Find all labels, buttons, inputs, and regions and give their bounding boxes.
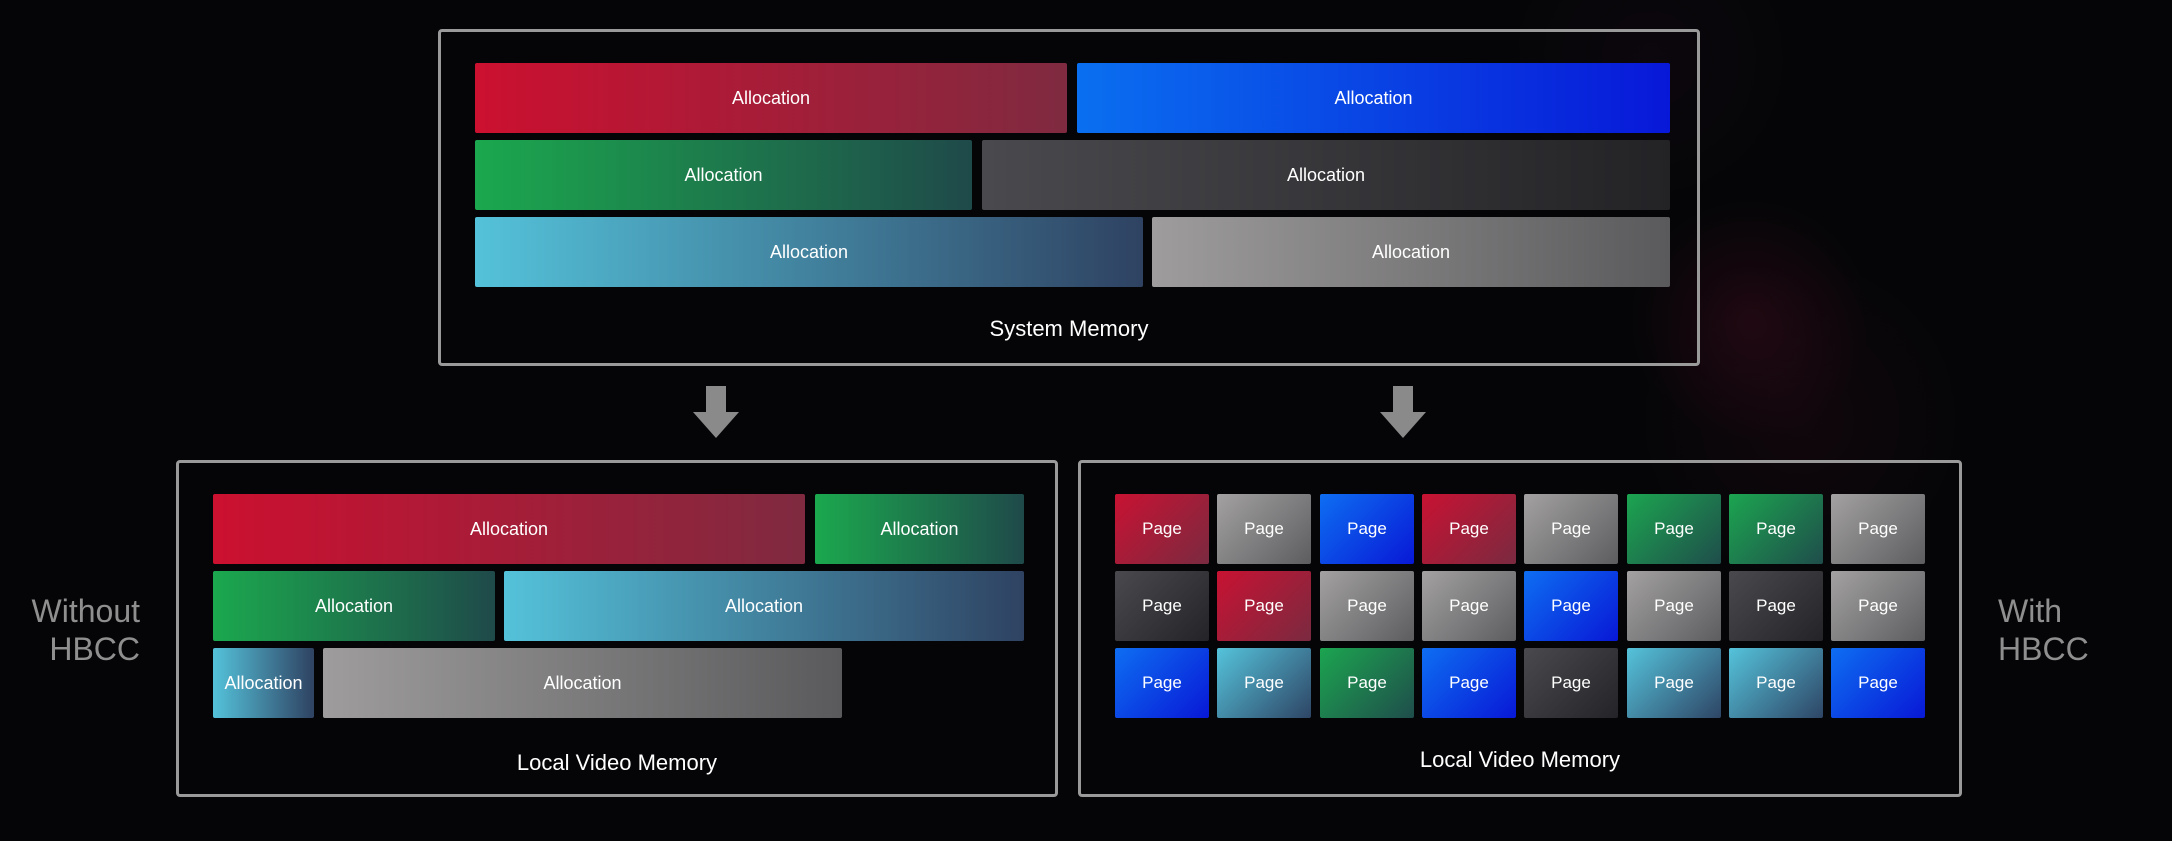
down-arrow-icon: [1380, 386, 1426, 438]
allocation-block: Allocation: [213, 648, 314, 718]
without-hbcc-line2: HBCC: [49, 631, 140, 667]
page-block: Page: [1115, 571, 1209, 641]
page-block: Page: [1320, 571, 1414, 641]
page-block: Page: [1217, 571, 1311, 641]
page-block: Page: [1524, 648, 1618, 718]
page-block: Page: [1627, 571, 1721, 641]
page-block: Page: [1217, 494, 1311, 564]
with-hbcc-label: With HBCC: [1998, 592, 2089, 668]
allocation-block: Allocation: [213, 494, 805, 564]
page-block: Page: [1729, 494, 1823, 564]
allocation-block: Allocation: [815, 494, 1024, 564]
without-hbcc-label: Without HBCC: [0, 592, 140, 668]
page-block: Page: [1320, 494, 1414, 564]
page-block: Page: [1217, 648, 1311, 718]
allocation-block: Allocation: [475, 140, 972, 210]
allocation-block: Allocation: [475, 217, 1143, 287]
system-memory-panel: Allocation Allocation Allocation Allocat…: [438, 29, 1700, 366]
page-block: Page: [1729, 648, 1823, 718]
allocation-block: Allocation: [475, 63, 1067, 133]
without-hbcc-line1: Without: [31, 593, 140, 629]
page-block: Page: [1115, 648, 1209, 718]
page-block: Page: [1422, 571, 1516, 641]
page-block: Page: [1729, 571, 1823, 641]
page-block: Page: [1422, 494, 1516, 564]
page-block: Page: [1115, 494, 1209, 564]
page-block: Page: [1524, 571, 1618, 641]
allocation-block: Allocation: [323, 648, 842, 718]
page-block: Page: [1627, 648, 1721, 718]
page-block: Page: [1831, 571, 1925, 641]
page-block: Page: [1831, 648, 1925, 718]
with-hbcc-line2: HBCC: [1998, 631, 2089, 667]
without-hbcc-memory-label: Local Video Memory: [516, 750, 718, 775]
allocation-block: Allocation: [504, 571, 1024, 641]
allocation-block: Allocation: [213, 571, 495, 641]
system-memory-label: System Memory: [989, 316, 1149, 341]
page-block: Page: [1831, 494, 1925, 564]
allocation-block: Allocation: [982, 140, 1670, 210]
page-block: Page: [1422, 648, 1516, 718]
page-block: Page: [1320, 648, 1414, 718]
down-arrow-icon: [693, 386, 739, 438]
page-block: Page: [1524, 494, 1618, 564]
without-hbcc-panel: Allocation Allocation Allocation Allocat…: [176, 460, 1058, 797]
allocation-block: Allocation: [1077, 63, 1670, 133]
with-hbcc-memory-label: Local Video Memory: [1419, 747, 1621, 772]
allocation-block: Allocation: [1152, 217, 1670, 287]
page-block: Page: [1627, 494, 1721, 564]
with-hbcc-line1: With: [1998, 593, 2062, 629]
